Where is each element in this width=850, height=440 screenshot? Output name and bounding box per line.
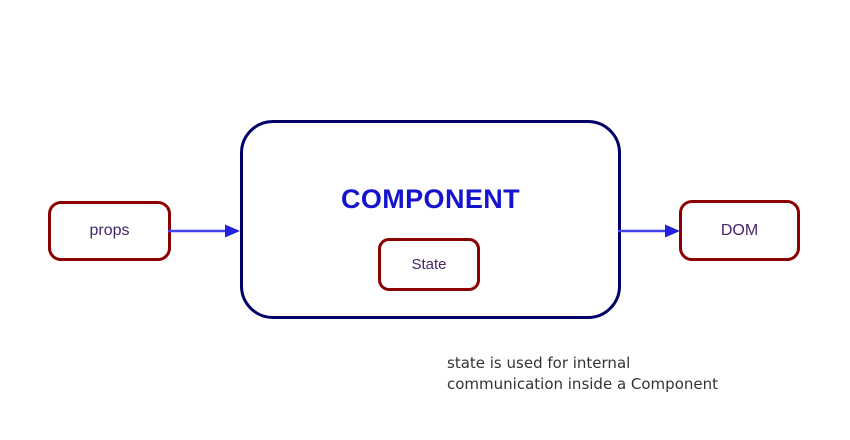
node-dom-label: DOM <box>720 221 759 239</box>
diagram-caption: state is used for internal communication… <box>447 353 787 395</box>
caption-line-2: communication inside a Component <box>447 375 718 393</box>
node-state-label: State <box>411 256 447 273</box>
node-dom[interactable]: DOM <box>679 200 800 261</box>
node-component[interactable]: COMPONENT <box>240 120 621 319</box>
caption-line-1: state is used for internal <box>447 354 631 372</box>
arrow-props-to-component <box>168 224 240 238</box>
node-state[interactable]: State <box>378 238 480 291</box>
node-component-title: COMPONENT <box>340 184 521 214</box>
node-props[interactable]: props <box>48 201 171 261</box>
arrow-head <box>225 224 240 238</box>
arrow-head <box>665 224 680 238</box>
arrow-component-to-dom <box>618 224 680 238</box>
node-props-label: props <box>89 222 130 239</box>
